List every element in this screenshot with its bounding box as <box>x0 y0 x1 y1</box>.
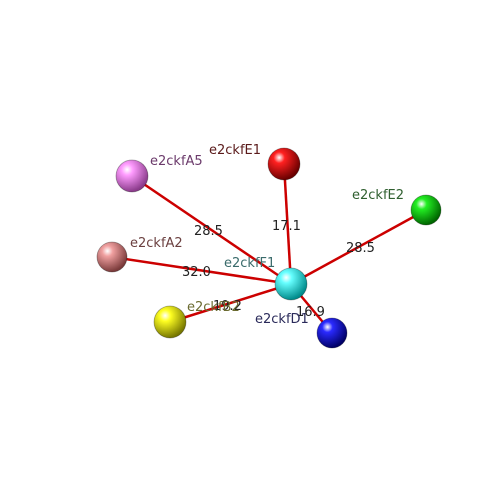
node-label-e2ckfE1: e2ckfE1 <box>209 143 261 158</box>
edge-distance-label: 32.0 <box>182 265 211 280</box>
edge-distance-label: 28.5 <box>194 224 223 239</box>
center-node-sphere[interactable] <box>274 267 308 301</box>
node-sphere-e2ckfA2[interactable] <box>96 241 128 273</box>
edge-e2ckfB2 <box>169 282 292 324</box>
node-label-e2ckfB2: e2ckfB2 <box>187 300 240 315</box>
edge-e2ckfA5 <box>131 174 292 286</box>
node-label-e2ckfD1: e2ckfD1 <box>255 312 309 327</box>
node-label-e2ckfA2: e2ckfA2 <box>130 236 183 251</box>
edge-e2ckfE2 <box>290 208 427 286</box>
edge-distance-label: 17.1 <box>272 219 301 234</box>
node-label-e2ckfA5: e2ckfA5 <box>150 154 203 169</box>
edge-e2ckfA2 <box>111 255 292 286</box>
node-label-e2ckfE2: e2ckfE2 <box>352 188 404 203</box>
edge-distance-label: 19.2 <box>213 299 242 314</box>
edge-e2ckfE1 <box>282 163 293 285</box>
edge-distance-label: 16.9 <box>296 305 325 320</box>
center-node-label: e2ckfF1 <box>224 256 275 271</box>
node-sphere-e2ckfA5[interactable] <box>115 159 149 193</box>
node-sphere-e2ckfD1[interactable] <box>316 317 348 349</box>
node-sphere-e2ckfE2[interactable] <box>410 194 442 226</box>
node-sphere-e2ckfE1[interactable] <box>267 147 301 181</box>
node-sphere-e2ckfB2[interactable] <box>153 305 187 339</box>
edge-distance-label: 28.5 <box>346 241 375 256</box>
